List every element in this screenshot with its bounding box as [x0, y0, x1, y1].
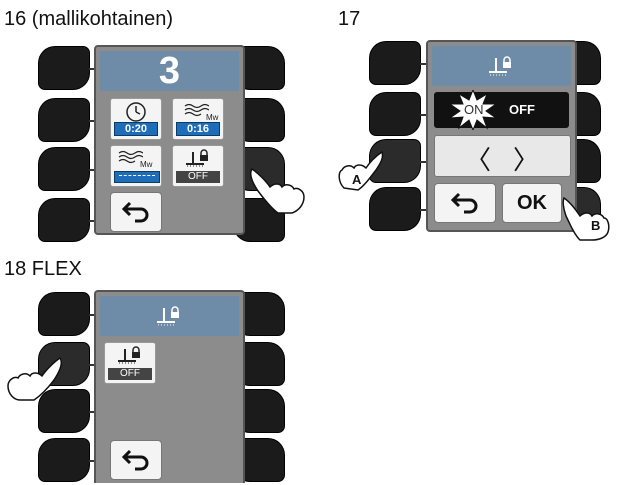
callout-a: A: [352, 172, 362, 187]
left-button-1[interactable]: [39, 47, 89, 89]
connector: [420, 114, 429, 116]
star-burst-icon: [448, 90, 498, 130]
back-button[interactable]: [110, 440, 162, 480]
on-label: ON: [464, 102, 484, 117]
time-value: 0:20: [114, 122, 158, 136]
tile-lock[interactable]: OFF: [172, 145, 224, 187]
left-button-3[interactable]: [39, 148, 89, 190]
figure-17-label: 17: [338, 8, 361, 30]
left-button-4[interactable]: [39, 439, 89, 481]
hand-pointer-icon: [249, 167, 305, 214]
connector: [420, 209, 429, 211]
hand-pointer-icon: [562, 196, 610, 241]
hand-pointer-icon: [7, 356, 62, 401]
display-header: [100, 296, 239, 336]
hand-pointer-icon: [338, 150, 384, 191]
connector: [89, 364, 98, 366]
display-header: 3: [100, 51, 239, 91]
left-button-4[interactable]: [370, 188, 420, 230]
on-off-toggle[interactable]: ON OFF: [434, 90, 569, 130]
figure-16-label: 16 (mallikohtainen): [4, 8, 173, 30]
arrow-selector[interactable]: 〈 〉: [434, 135, 571, 177]
lock-icon: [118, 346, 140, 364]
back-arrow-icon: [121, 449, 149, 471]
left-button-2[interactable]: [370, 93, 420, 135]
off-label: OFF: [509, 102, 535, 117]
back-button[interactable]: [110, 192, 162, 232]
back-arrow-icon: [450, 192, 478, 214]
connector: [420, 63, 429, 65]
back-button[interactable]: [434, 183, 496, 223]
lock-icon: [489, 56, 511, 76]
connector: [89, 220, 98, 222]
connector: [89, 411, 98, 413]
connector: [420, 161, 429, 163]
chevron-left-icon[interactable]: 〈: [465, 145, 492, 175]
program-number: 3: [158, 50, 181, 92]
lock-icon: [157, 306, 179, 326]
tile-microwave-time[interactable]: Mw 0:16: [172, 98, 224, 140]
microwave-waves-icon: [118, 150, 143, 164]
ok-label: OK: [517, 192, 547, 214]
connector: [89, 120, 98, 122]
lock-icon: [186, 149, 208, 167]
left-button-4[interactable]: [39, 199, 89, 241]
ok-button[interactable]: OK: [502, 183, 562, 223]
lock-off-label: OFF: [176, 171, 220, 183]
connector: [89, 314, 98, 316]
mw-label: Mw: [206, 113, 219, 122]
left-button-1[interactable]: [39, 293, 89, 335]
left-button-3[interactable]: [39, 390, 89, 432]
control-panel: 3 0:20 Mw 0:16: [94, 45, 245, 235]
clock-icon: [126, 102, 146, 122]
tile-microwave-power[interactable]: Mw: [110, 145, 162, 187]
callout-b: B: [591, 218, 601, 233]
control-panel: ON OFF 〈 〉 OK: [426, 40, 577, 232]
back-arrow-icon: [121, 201, 149, 223]
connector: [89, 68, 98, 70]
tile-lock[interactable]: OFF: [104, 342, 156, 384]
power-level-indicator: [119, 175, 155, 178]
power-level-bar: [114, 171, 160, 183]
chevron-right-icon[interactable]: 〉: [513, 145, 540, 175]
control-panel: OFF: [94, 290, 245, 483]
microwave-time-value: 0:16: [176, 122, 220, 136]
connector: [89, 169, 98, 171]
figure-18-label: 18 FLEX: [4, 258, 82, 280]
left-button-1[interactable]: [370, 42, 420, 84]
display-header: [432, 46, 571, 86]
microwave-waves-icon: [184, 103, 209, 117]
connector: [89, 460, 98, 462]
lock-off-label: OFF: [108, 368, 152, 380]
left-button-2[interactable]: [39, 99, 89, 141]
mw-label: Mw: [140, 160, 153, 169]
tile-time[interactable]: 0:20: [110, 98, 162, 140]
